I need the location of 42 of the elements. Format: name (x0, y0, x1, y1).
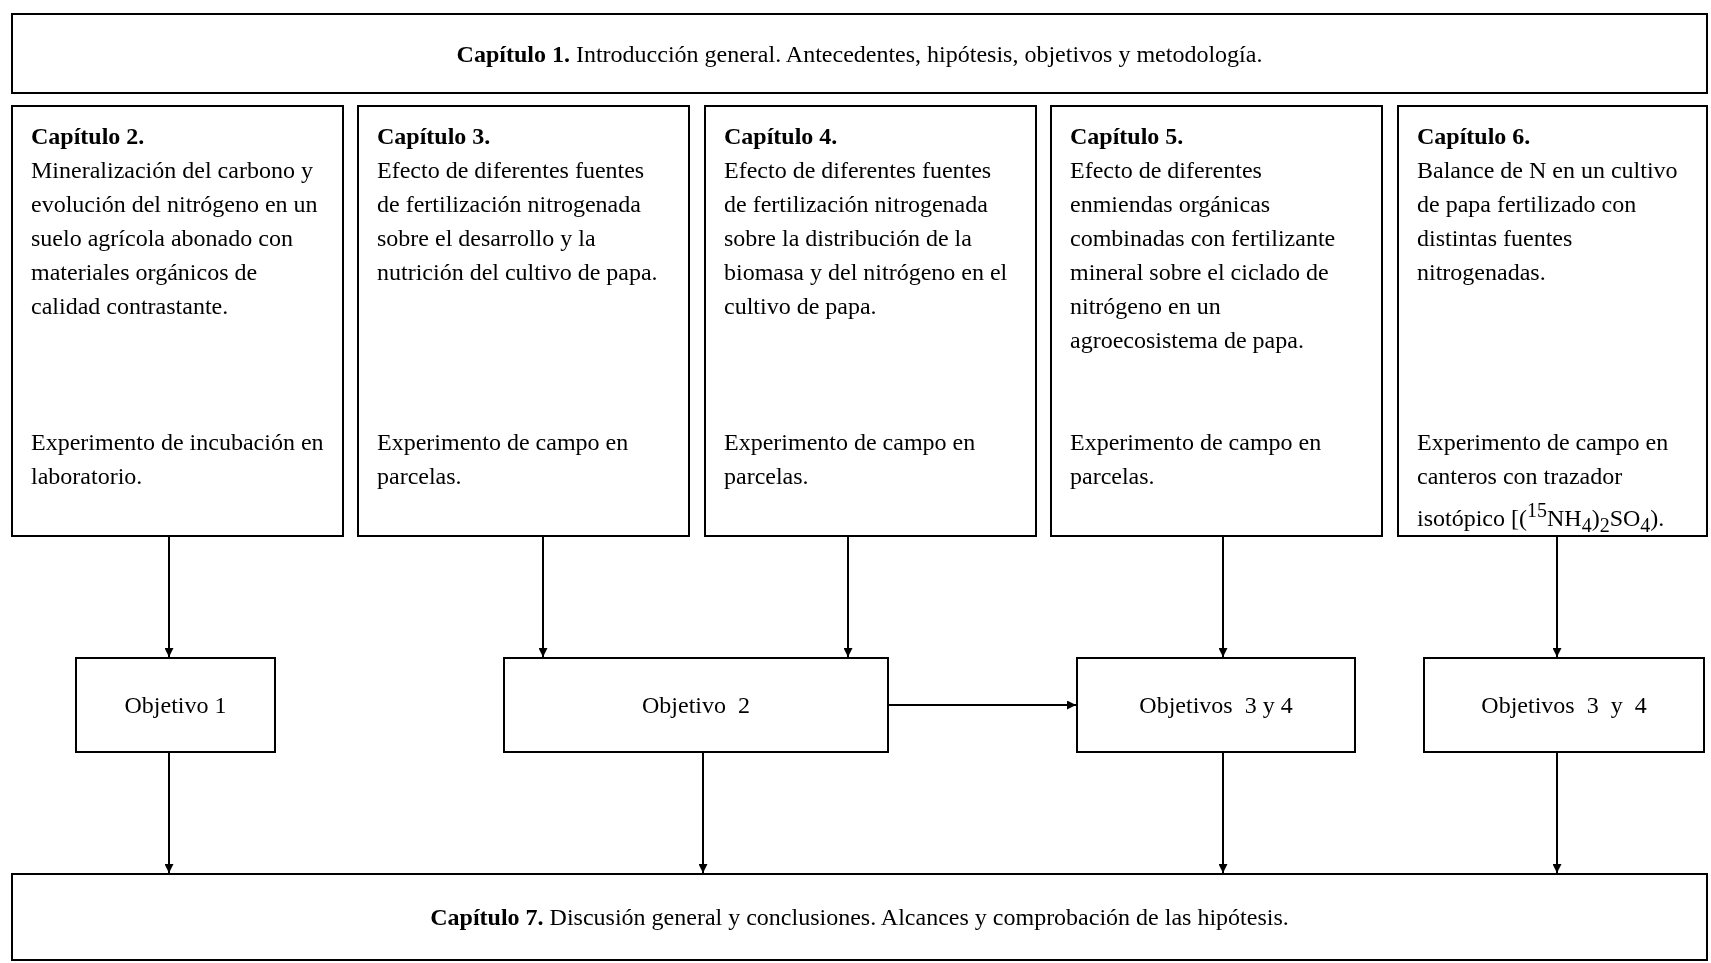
objective-box (503, 657, 889, 753)
arrow (1552, 536, 1562, 658)
chapter-box (704, 105, 1037, 537)
method-text: Experimento de campo en parcelas. (1070, 428, 1323, 491)
arrow (888, 700, 1077, 710)
arrow (1552, 752, 1562, 874)
chapter-box (11, 105, 344, 537)
method-text: Experimento de campo en canteros con trazador isotópico [($^{15}$NH$_{4}$)$_{2}$SO$_{4}$). (1417, 428, 1670, 538)
arrow (698, 752, 708, 874)
chapter-description: Efecto de diferentes enmiendas orgánicas combinadas con fertilizante mineral sobre el ciclado de nitrógeno en un agroecosistema de papa. (1070, 156, 1337, 355)
chapter-heading: Capítulo 3. (377, 122, 492, 151)
arrow (1218, 752, 1228, 874)
chapter-box (357, 105, 690, 537)
objective-box (1076, 657, 1356, 753)
arrow (1218, 536, 1228, 658)
chapter-description: Balance de N en un cultivo de papa fertilizado con distintas fuentes nitrogenadas. (1417, 156, 1679, 287)
chapter-box (1050, 105, 1383, 537)
arrow (164, 536, 174, 658)
chapter-summary: Capítulo 7. Discusión general y conclusiones. Alcances y comprobación de las hipótesis. (430, 903, 1289, 932)
chapter-heading: Capítulo 6. (1417, 122, 1532, 151)
objective-box (1423, 657, 1705, 753)
chapter-banner (11, 13, 1708, 94)
objective-box (75, 657, 276, 753)
arrow (164, 752, 174, 874)
objective-label: Objetivo 2 (642, 691, 750, 720)
chapter-summary: Capítulo 1. Introducción general. Antecedentes, hipótesis, objetivos y metodología. (456, 39, 1263, 69)
objective-label: Objetivo 1 (124, 691, 227, 720)
chapter-description: Mineralización del carbono y evolución del nitrógeno en un suelo agrícola abonado con materiales orgánicos de calidad contrastante. (31, 156, 319, 321)
method-text: Experimento de incubación en laboratorio. (31, 428, 325, 491)
objective-label: Objetivos 3 y 4 (1481, 691, 1647, 720)
chapter-heading: Capítulo 4. (724, 122, 839, 151)
chapter-heading: Capítulo 2. (31, 122, 146, 151)
arrow (843, 536, 853, 658)
chapter-heading: Capítulo 5. (1070, 122, 1185, 151)
chapter-box (1397, 105, 1708, 537)
arrow (538, 536, 548, 658)
chapter-description: Efecto de diferentes fuentes de fertilización nitrogenada sobre el desarrollo y la nutrición del cultivo de papa. (377, 156, 659, 287)
chapter-description: Efecto de diferentes fuentes de fertilización nitrogenada sobre la distribución de la biomasa y del nitrógeno en el cultivo de papa. (724, 156, 1009, 321)
method-text: Experimento de campo en parcelas. (724, 428, 977, 491)
chapter-banner (11, 873, 1708, 961)
objective-label: Objetivos 3 y 4 (1139, 691, 1293, 720)
method-text: Experimento de campo en parcelas. (377, 428, 630, 491)
